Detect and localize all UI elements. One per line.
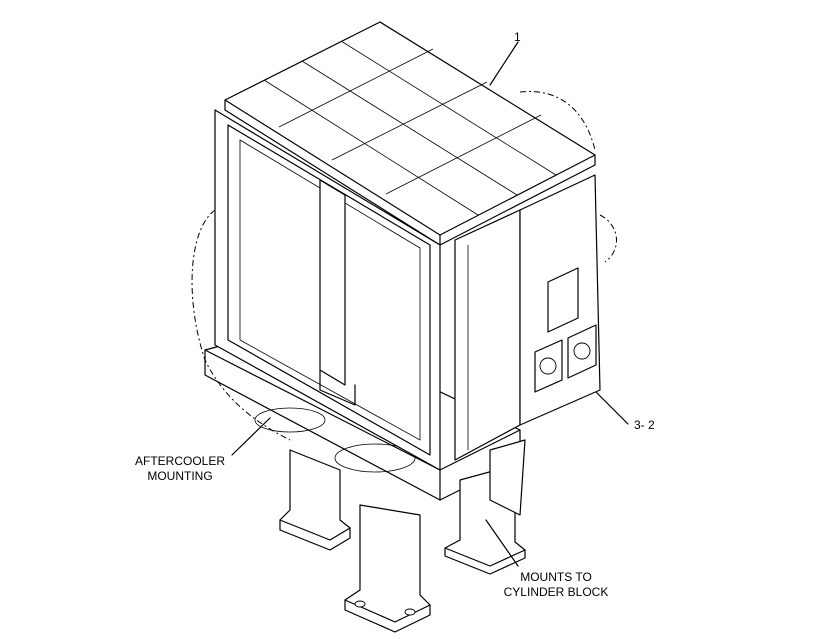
mounts-to-cylinder-block-label: MOUNTS TO CYLINDER BLOCK xyxy=(486,570,626,600)
callout-1: 1 xyxy=(514,30,521,44)
mounts-label-line2: CYLINDER BLOCK xyxy=(503,585,609,599)
side-tank xyxy=(454,174,601,461)
mounting-foot-center xyxy=(344,504,431,633)
aftercooler-mounting-label-line2: MOUNTING xyxy=(147,469,213,483)
aftercooler-mounting-label-line1: AFTERCOOLER xyxy=(134,454,225,468)
mounts-label-line1: MOUNTS TO xyxy=(520,570,592,584)
mounting-foot-right xyxy=(444,439,526,575)
callout-3-2: 3- 2 xyxy=(634,418,655,432)
core-top-grid xyxy=(224,21,596,246)
leader-lines xyxy=(231,41,629,567)
core-front-face xyxy=(214,109,441,471)
aftercooler-mounting-label: AFTERCOOLER MOUNTING xyxy=(122,454,238,484)
mounting-foot-left xyxy=(279,449,351,551)
